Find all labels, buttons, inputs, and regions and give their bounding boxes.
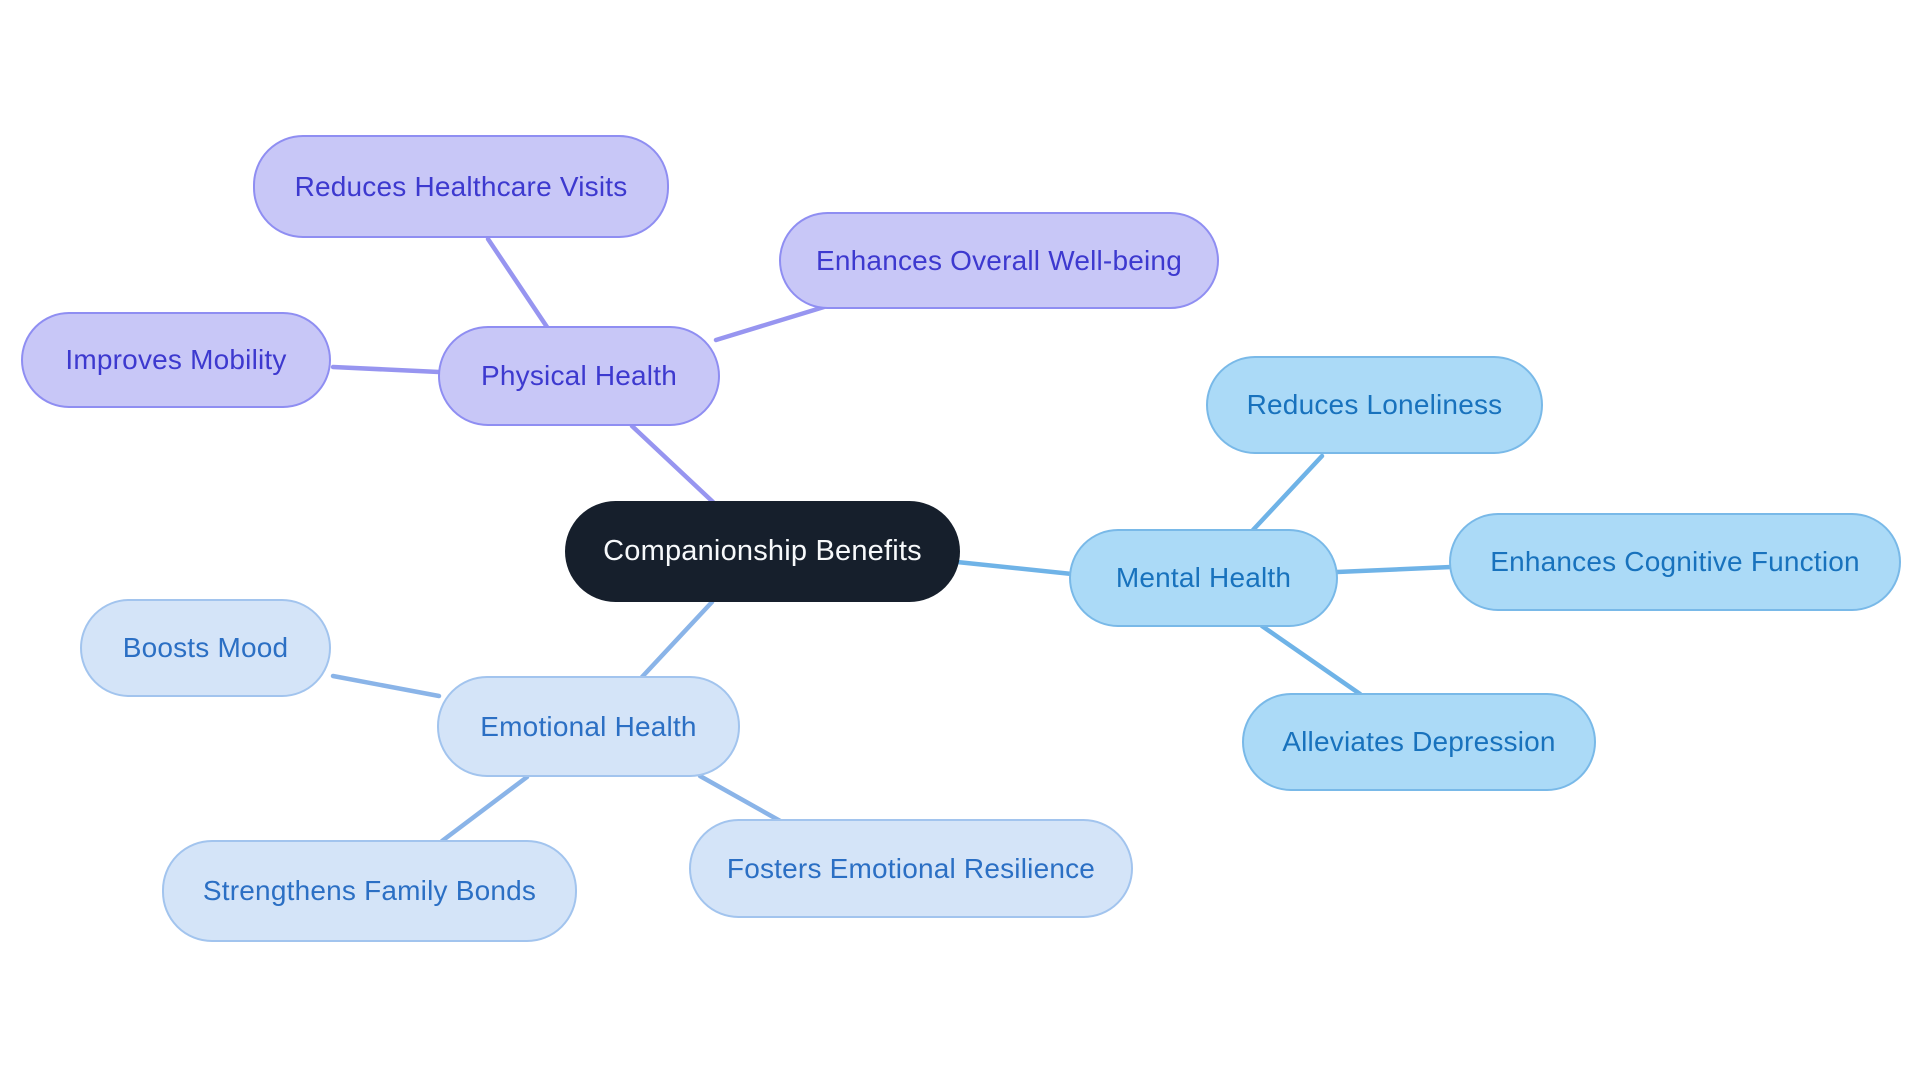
node-fosters-emotional-resilience: Fosters Emotional Resilience bbox=[689, 819, 1133, 918]
edge-mental-to-reduces-loneliness bbox=[1250, 453, 1325, 533]
node-label: Physical Health bbox=[481, 360, 677, 391]
edge-physical-to-center bbox=[629, 423, 716, 505]
node-companionship-benefits: Companionship Benefits bbox=[565, 501, 960, 602]
edge-physical-to-reduces-healthcare-visits bbox=[485, 236, 550, 330]
node-enhances-cognitive-function: Enhances Cognitive Function bbox=[1449, 513, 1901, 611]
node-label: Fosters Emotional Resilience bbox=[726, 852, 1096, 884]
edge-physical-to-enhances-overall-well-being bbox=[713, 304, 827, 343]
node-reduces-loneliness: Reduces Loneliness bbox=[1206, 356, 1543, 454]
node-label: Alleviates Depression bbox=[1282, 726, 1556, 757]
node-label: Improves Mobility bbox=[65, 344, 287, 375]
edge-mental-to-center bbox=[954, 559, 1075, 577]
edge-emotional-to-strengthens-family-bonds bbox=[439, 774, 530, 844]
edge-mental-to-alleviates-depression bbox=[1259, 623, 1363, 697]
edge-physical-to-improves-mobility bbox=[330, 364, 442, 375]
edge-emotional-to-fosters-emotional-resilience bbox=[697, 773, 785, 825]
node-label: Enhances Cognitive Function bbox=[1490, 546, 1860, 577]
node-label: Companionship Benefits bbox=[603, 535, 922, 567]
node-alleviates-depression: Alleviates Depression bbox=[1242, 693, 1596, 791]
node-strengthens-family-bonds: Strengthens Family Bonds bbox=[162, 840, 577, 942]
node-reduces-healthcare-visits: Reduces Healthcare Visits bbox=[253, 135, 669, 238]
edge-mental-to-enhances-cognitive-function bbox=[1334, 564, 1454, 575]
node-label: Reduces Healthcare Visits bbox=[294, 170, 628, 202]
node-enhances-overall-well-being: Enhances Overall Well-being bbox=[779, 212, 1219, 309]
node-mental-health: Mental Health bbox=[1069, 529, 1338, 627]
node-label: Mental Health bbox=[1115, 562, 1292, 593]
node-emotional-health: Emotional Health bbox=[437, 676, 740, 777]
edge-emotional-to-center bbox=[639, 599, 715, 680]
node-improves-mobility: Improves Mobility bbox=[21, 312, 331, 408]
node-label: Emotional Health bbox=[480, 710, 697, 742]
node-label: Reduces Loneliness bbox=[1246, 389, 1503, 420]
edge-emotional-to-boosts-mood bbox=[330, 673, 442, 699]
node-physical-health: Physical Health bbox=[438, 326, 720, 426]
node-label: Strengthens Family Bonds bbox=[202, 875, 537, 906]
node-label: Boosts Mood bbox=[122, 632, 289, 663]
node-boosts-mood: Boosts Mood bbox=[80, 599, 331, 697]
node-label: Enhances Overall Well-being bbox=[816, 244, 1182, 276]
